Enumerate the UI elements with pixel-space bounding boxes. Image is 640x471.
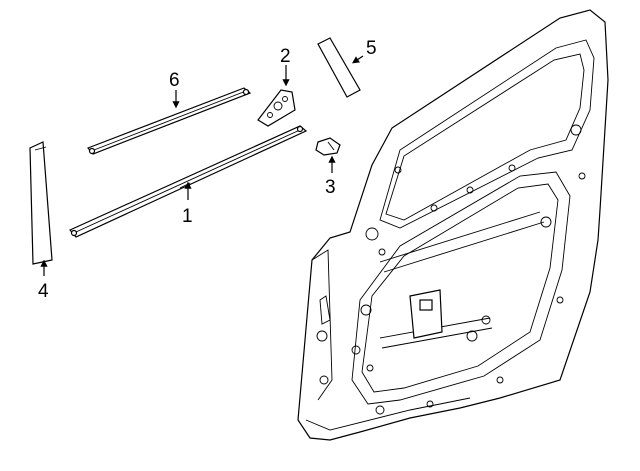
part-1-belt-molding xyxy=(69,125,308,238)
door-shell xyxy=(297,9,609,441)
callout-6: 6 xyxy=(169,70,180,91)
callout-5: 5 xyxy=(366,38,377,59)
part-6-upper-molding xyxy=(87,87,252,155)
callout-2: 2 xyxy=(280,46,291,67)
part-2-corner-bracket xyxy=(257,89,296,127)
part-3-clip xyxy=(315,137,341,156)
callout-4: 4 xyxy=(38,281,49,302)
part-5-applique-strip xyxy=(317,37,361,98)
part-4-pillar-applique xyxy=(29,141,53,265)
callout-1: 1 xyxy=(182,206,193,227)
arrow-5 xyxy=(352,55,364,64)
callout-3: 3 xyxy=(325,177,336,198)
